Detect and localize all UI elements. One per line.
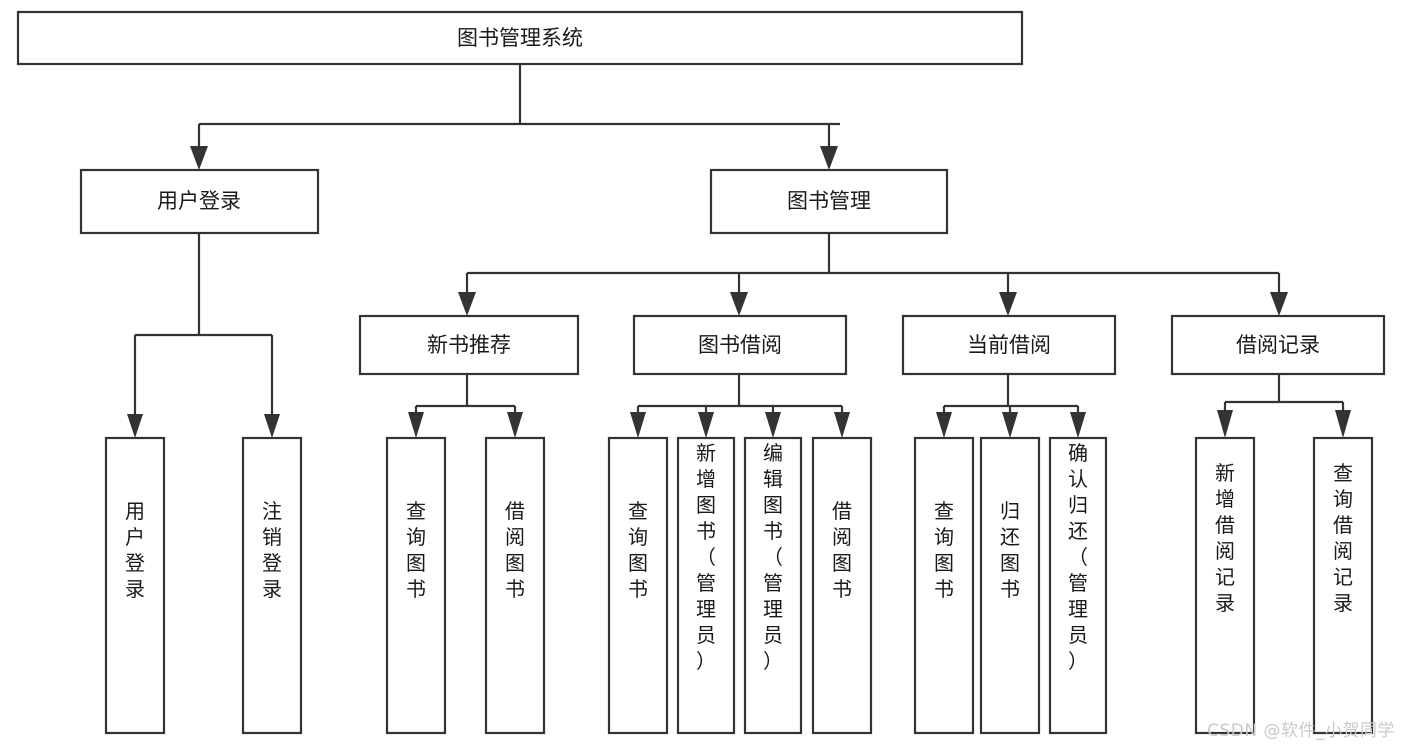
node-leaf-confirm-return[interactable]: 确认归还（管理员） [1048,436,1108,735]
arrow-head-leaf-query-book-2 [630,412,646,438]
node-borrow-record-label: 借阅记录 [1236,333,1320,357]
node-leaf-user-login-box[interactable] [104,436,166,735]
arrow-head-leaf-confirm-return [1070,412,1086,438]
node-new-book-recommend-label: 新书推荐 [427,333,511,357]
node-leaf-logout-login[interactable]: 注销登录 [241,436,303,735]
node-user-login-label: 用户登录 [157,189,241,213]
node-leaf-query-book-2[interactable]: 查询图书 [607,436,669,735]
node-book-management-box[interactable] [709,168,949,235]
node-new-book-recommend[interactable]: 新书推荐 [358,314,580,376]
node-leaf-query-book-1-label: 查询图书 [406,499,426,601]
node-current-borrow-box[interactable] [901,314,1117,376]
node-leaf-query-book-3-box[interactable] [913,436,975,735]
node-borrow-record-box[interactable] [1170,314,1386,376]
arrow-head-new-book-recommend [458,292,476,316]
node-leaf-query-book-3[interactable]: 查询图书 [913,436,975,735]
node-leaf-add-record[interactable]: 新增借阅记录 [1194,436,1256,735]
node-borrow-record[interactable]: 借阅记录 [1170,314,1386,376]
node-leaf-borrow-book-1-label: 借阅图书 [505,499,525,601]
node-book-borrow-label: 图书借阅 [698,333,782,357]
connector-group [127,64,1351,438]
node-leaf-query-book-3-label: 查询图书 [934,499,954,601]
node-leaf-user-login[interactable]: 用户登录 [104,436,166,735]
node-leaf-add-book-label: 新增图书（管理员） [696,441,716,673]
node-leaf-query-record-label: 查询借阅记录 [1333,461,1353,615]
arrow-head-leaf-query-book-1 [408,412,424,438]
arrow-head-leaf-borrow-book-2 [834,412,850,438]
node-leaf-logout-login-label: 注销登录 [262,499,282,601]
node-new-book-recommend-box[interactable] [358,314,580,376]
arrow-head-leaf-user-login [127,414,143,438]
arrow-head-leaf-query-book-3 [936,412,952,438]
node-leaf-add-record-label: 新增借阅记录 [1215,461,1235,615]
node-leaf-add-book-box[interactable] [676,436,736,735]
node-leaf-return-book[interactable]: 归还图书 [979,436,1041,735]
node-leaf-edit-book[interactable]: 编辑图书（管理员） [743,436,803,735]
arrow-head-book-management [820,146,838,170]
node-leaf-user-login-label: 用户登录 [125,499,145,601]
arrow-head-current-borrow [999,292,1017,316]
node-book-borrow-box[interactable] [632,314,848,376]
arrow-head-leaf-borrow-book-1 [507,412,523,438]
node-leaf-query-book-2-label: 查询图书 [628,499,648,601]
node-leaf-borrow-book-2-box[interactable] [811,436,873,735]
node-root[interactable]: 图书管理系统 [16,10,1024,66]
node-leaf-query-book-1[interactable]: 查询图书 [385,436,447,735]
node-leaf-query-book-2-box[interactable] [607,436,669,735]
node-leaf-query-record[interactable]: 查询借阅记录 [1312,436,1374,735]
node-leaf-confirm-return-box[interactable] [1048,436,1108,735]
node-current-borrow[interactable]: 当前借阅 [901,314,1117,376]
arrow-head-book-borrow [730,292,748,316]
node-user-login[interactable]: 用户登录 [79,168,320,235]
node-leaf-borrow-book-2-label: 借阅图书 [832,499,852,601]
node-leaf-return-book-label: 归还图书 [1000,499,1020,601]
node-leaf-logout-login-box[interactable] [241,436,303,735]
arrow-head-leaf-add-record [1217,410,1233,438]
node-user-login-box[interactable] [79,168,320,235]
node-book-management-label: 图书管理 [787,189,871,213]
csdn-watermark: CSDN @软件_小贺同学 [1207,721,1395,741]
arrow-head-borrow-record [1270,292,1288,316]
arrow-head-leaf-return-book [1002,412,1018,438]
arrow-head-leaf-add-book [698,412,714,438]
node-leaf-query-book-1-box[interactable] [385,436,447,735]
node-leaf-edit-book-label: 编辑图书（管理员） [763,441,783,673]
node-leaf-confirm-return-label: 确认归还（管理员） [1068,441,1088,673]
arrow-head-user-login [190,146,208,170]
node-leaf-query-record-box[interactable] [1312,436,1374,735]
node-leaf-borrow-book-1[interactable]: 借阅图书 [484,436,546,735]
node-leaf-borrow-book-2[interactable]: 借阅图书 [811,436,873,735]
node-current-borrow-label: 当前借阅 [967,333,1051,357]
node-leaf-edit-book-box[interactable] [743,436,803,735]
arrow-head-leaf-logout-login [264,414,280,438]
node-root-box[interactable] [16,10,1024,66]
node-book-management[interactable]: 图书管理 [709,168,949,235]
arrow-head-leaf-edit-book [765,412,781,438]
node-leaf-add-book[interactable]: 新增图书（管理员） [676,436,736,735]
node-leaf-return-book-box[interactable] [979,436,1041,735]
node-root-label: 图书管理系统 [457,26,583,50]
node-leaf-add-record-box[interactable] [1194,436,1256,735]
arrow-head-leaf-query-record [1335,410,1351,438]
node-leaf-borrow-book-1-box[interactable] [484,436,546,735]
node-book-borrow[interactable]: 图书借阅 [632,314,848,376]
